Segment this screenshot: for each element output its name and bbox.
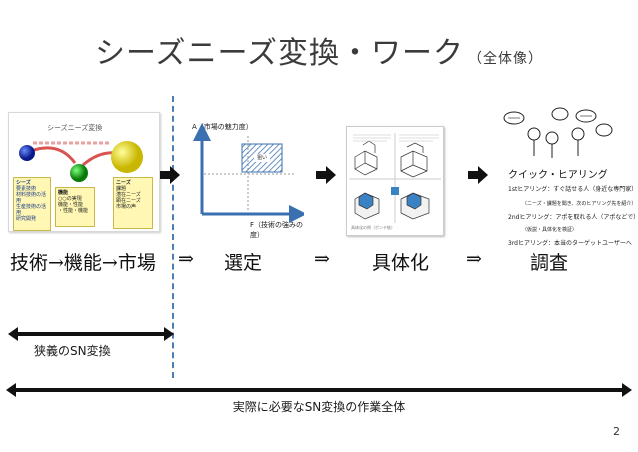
speech-bubble-icon: [551, 107, 569, 121]
sketch-text-lines: [353, 134, 439, 142]
person-icon: [527, 127, 541, 141]
function-box: 機能 ○○の実現 機能・性能 ・性能・機能: [55, 187, 95, 227]
seeds-line: 材料技術の活用: [16, 192, 47, 204]
page-number: 2: [613, 425, 620, 438]
step-survey: 調査: [530, 252, 569, 274]
function-ball: [70, 164, 88, 182]
person-icon: [571, 127, 585, 141]
person-icon: [545, 131, 559, 145]
x-axis-label: F（技術の強みの度）: [250, 221, 304, 239]
full-scope-label: 実際に必要なSN変換の作業全体: [232, 400, 406, 414]
pipeline-arrow-2: ⇒: [314, 248, 330, 270]
target-zone-label: 狙い: [256, 155, 267, 161]
quick-hearing-title: クイック・ヒアリング: [508, 170, 608, 181]
needs-box-title: ニーズ: [116, 180, 131, 186]
function-line: ○○の実現: [58, 196, 82, 202]
embodiment-panel: 具体化の例（ポンチ絵）: [346, 126, 444, 236]
title-main: シーズニーズ変換・ワーク: [95, 36, 464, 71]
seeds-box-title: シーズ: [16, 180, 31, 186]
hearing-line-1: 1stヒアリング：すぐ話せる人（身近な専門家）: [508, 186, 638, 193]
needs-line: 顕在ニーズ: [116, 198, 141, 204]
pipeline-arrow-1: ⇒: [178, 248, 194, 270]
function-line: 機能・性能: [58, 202, 84, 208]
hearing-note-2: （仮説・具体化を検証）: [522, 227, 578, 233]
seeds-line: 要素技術: [16, 186, 37, 192]
speech-bubble-icon: [595, 123, 613, 137]
panel1-title: シーズニーズ変換: [47, 124, 103, 132]
scope-divider: [172, 96, 174, 378]
selection-matrix-panel: A（市場の魅力度） 狙い F（技術の強みの度）: [186, 118, 304, 239]
pipeline-arrow-3: ⇒: [466, 248, 482, 270]
title-sub: （全体像）: [468, 51, 543, 67]
sketch-block-3: [354, 192, 380, 220]
narrow-scope-label: 狭義のSN変換: [34, 344, 111, 358]
seeds-line: 生産技術の活用: [16, 204, 47, 216]
step-embodiment: 具体化: [372, 252, 430, 274]
quick-hearing-panel: クイック・ヒアリング 1stヒアリング：すぐ話せる人（身近な専門家） （ニーズ・…: [500, 104, 638, 247]
seeds-line: 研究開発: [16, 216, 37, 222]
needs-line: 市場の声: [116, 204, 137, 210]
sketch-block-2: [400, 142, 428, 178]
seeds-needs-panel: シーズニーズ変換 シーズ 要素技術 材料技術の活用 生産技術の活用 研究開発 機…: [8, 112, 160, 232]
step-tech-function-market: 技術→機能→市場: [10, 252, 156, 274]
needs-ball: [111, 141, 143, 173]
arrow-right-icon: [468, 166, 488, 184]
page-title: シーズニーズ変換・ワーク（全体像）: [0, 28, 638, 72]
seeds-ball: [19, 145, 35, 161]
seeds-box: シーズ 要素技術 材料技術の活用 生産技術の活用 研究開発: [13, 177, 51, 231]
full-scope-arrow: [6, 383, 632, 397]
flow-arrow-1: [30, 146, 77, 164]
hearing-line-3: 3rdヒアリング：本当のターゲットユーザーへ: [508, 240, 632, 247]
matrix-chart: [193, 123, 304, 223]
embodiment-caption: 具体化の例（ポンチ絵）: [351, 225, 395, 230]
y-axis-label: A（市場の魅力度）: [192, 123, 253, 131]
sketch-block-4: [391, 187, 430, 220]
step-selection: 選定: [224, 252, 263, 274]
needs-box: ニーズ 課題 潜在ニーズ 顕在ニーズ 市場の声: [113, 177, 153, 229]
function-box-title: 機能: [58, 190, 69, 196]
people-illustration: [503, 107, 613, 158]
hearing-note-1: （ニーズ・課題を聞き、次のヒアリング先を紹介）: [522, 201, 637, 207]
arrow-right-icon: [160, 166, 180, 184]
arrow-right-icon: [316, 166, 336, 184]
seeds-needs-diagram: [19, 141, 143, 182]
embodiment-sketches: [349, 133, 441, 223]
function-line: ・性能・機能: [58, 208, 89, 214]
sketch-block-1: [354, 140, 378, 176]
narrow-scope-arrow: [8, 327, 174, 341]
needs-line: 課題: [116, 186, 127, 192]
hearing-line-2: 2ndヒアリング：アポを取れる人（アポなどで）: [508, 214, 638, 221]
needs-line: 潜在ニーズ: [116, 192, 141, 198]
